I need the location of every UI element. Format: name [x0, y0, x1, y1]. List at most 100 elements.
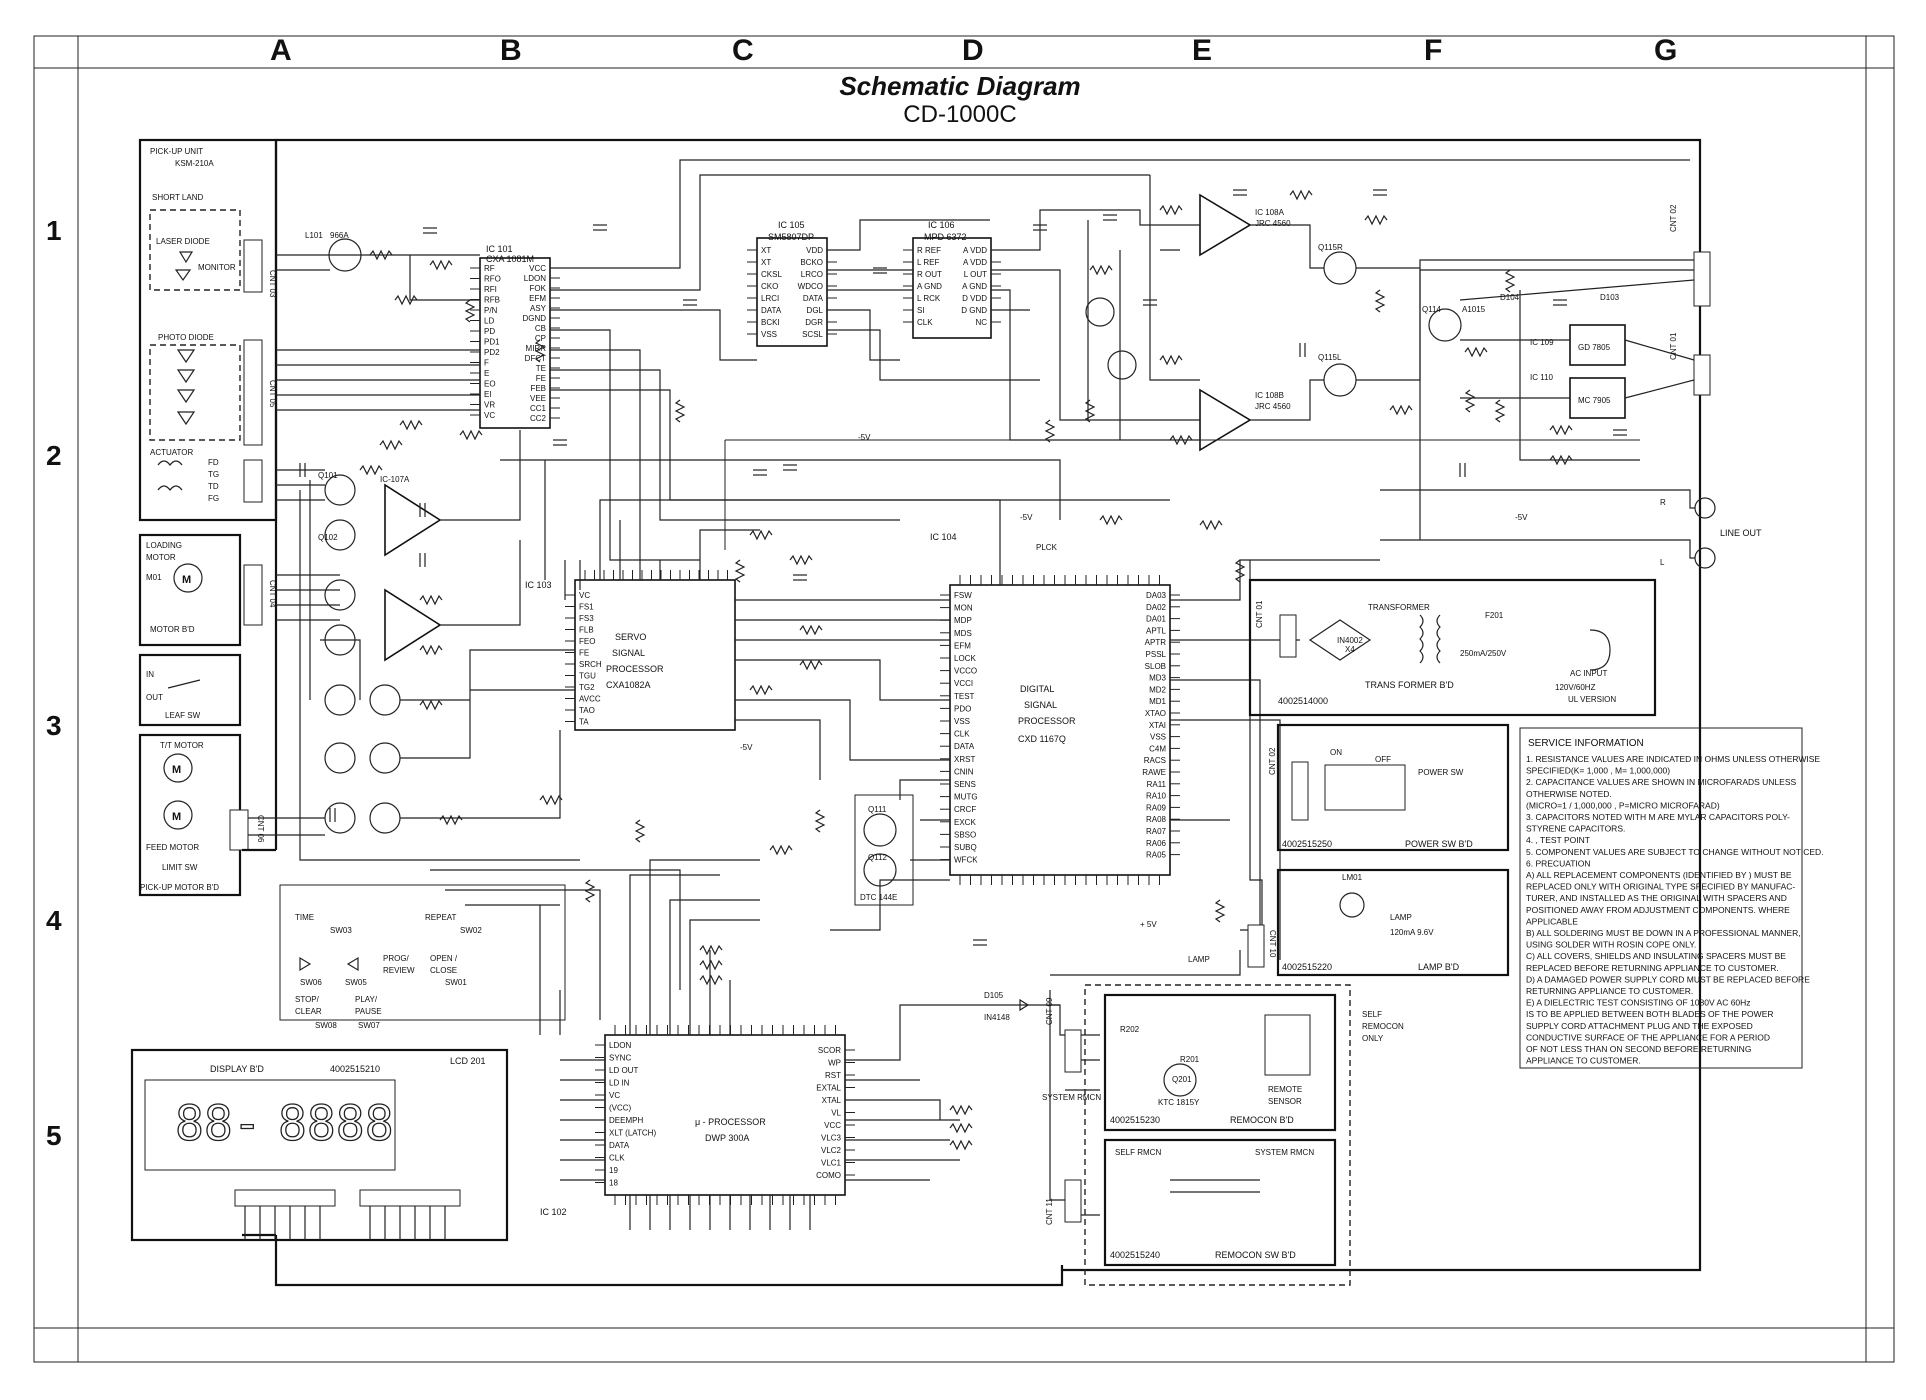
fuse-ref: F201 — [1485, 611, 1504, 620]
leaf-switch-label: LEAF SW — [165, 711, 201, 720]
key-open: OPEN / — [430, 954, 458, 963]
key-clear: CLEAR — [295, 1007, 322, 1016]
column-labels: A B C D E F G — [270, 34, 1677, 67]
ic-pin-label: R REF — [917, 246, 941, 255]
left-connectors: CNT 03 CNT 05 CNT 04 CNT 06 — [229, 239, 277, 851]
ic-pin-label: CKSL — [761, 270, 782, 279]
ic-pin-label: FS3 — [579, 614, 594, 623]
ic-pin-label: FOK — [530, 284, 547, 293]
key-matrix: TIME REPEAT PROG/ REVIEW OPEN / CLOSE ST… — [279, 884, 566, 1030]
ic-pin-label: DGND — [522, 314, 546, 323]
service-line: POSITIONED AWAY FROM ADJUSTMENT COMPONEN… — [1526, 905, 1790, 915]
ic-pin-label: SYNC — [609, 1054, 631, 1063]
ic-pin-label: WDCO — [798, 282, 823, 291]
photo-diode-label: PHOTO DIODE — [158, 333, 214, 342]
coil-fd-label: FD — [208, 458, 219, 467]
key-stop: STOP/ — [295, 995, 320, 1004]
circuit-traces — [248, 159, 1695, 1230]
ic-pin-label: FSW — [954, 591, 972, 600]
service-line: A) ALL REPLACEMENT COMPONENTS (IDENTIFIE… — [1526, 870, 1792, 880]
ic-pin-label: VSS — [1150, 733, 1166, 742]
service-line: 1. RESISTANCE VALUES ARE INDICATED IN OH… — [1526, 754, 1820, 764]
remocon-code: 4002515230 — [1110, 1115, 1160, 1125]
ic-pin-label: APTR — [1145, 638, 1167, 647]
display-code: 4002515210 — [330, 1064, 380, 1074]
ic-pin-label: MDP — [954, 616, 972, 625]
ic-pin-label: FS1 — [579, 603, 594, 612]
service-line: B) ALL SOLDERING MUST BE DOWN IN A PROFE… — [1526, 928, 1801, 938]
service-line: USING SOLDER WITH ROSIN COPE ONLY. — [1526, 940, 1696, 950]
ic103-ref: IC 103 — [525, 580, 552, 590]
connector-cnt05 — [243, 339, 263, 446]
ul-version-label: UL VERSION — [1568, 695, 1616, 704]
diagram-model: CD-1000C — [903, 101, 1016, 128]
remocon-part: R202 — [1120, 1025, 1140, 1034]
ic-pin-label: D VDD — [962, 294, 987, 303]
ic-pin-label: CKO — [761, 282, 778, 291]
transistor-label: Q101 — [318, 471, 338, 480]
ic-pin-label: VC — [484, 411, 495, 420]
ic-pin-label: CC1 — [530, 404, 547, 413]
ic-pin-label: LRCO — [801, 270, 823, 279]
row-label: 2 — [46, 440, 62, 471]
ic-pin-label: MIRR — [526, 344, 547, 353]
rail-label: -5V — [1515, 513, 1528, 522]
service-line: D) A DAMAGED POWER SUPPLY CORD MUST BE R… — [1526, 974, 1810, 984]
switch-label: SW02 — [460, 926, 482, 935]
service-line: SPECIFIED(K= 1,000 , M= 1,000,000) — [1526, 766, 1670, 776]
ic-pin-label: DEEMPH — [609, 1116, 643, 1125]
ic-pin-label: VCCO — [954, 667, 977, 676]
switch-label: SW03 — [330, 926, 352, 935]
ic-pin-label: TG2 — [579, 683, 595, 692]
service-line: E) A DIELECTRIC TEST CONSISTING OF 1080V… — [1526, 998, 1751, 1008]
ic105-ref: IC 105 — [778, 220, 805, 230]
ic-pin-label: DATA — [609, 1141, 630, 1150]
ic108b-ref: IC 108B — [1255, 391, 1284, 400]
key-close: CLOSE — [430, 966, 457, 975]
row-label: 4 — [46, 905, 62, 936]
ic-pin-label: TE — [536, 364, 546, 373]
ic-pin-label: TGU — [579, 672, 596, 681]
service-line: 3. CAPACITORS NOTED WITH M ARE MYLAR CAP… — [1526, 812, 1790, 822]
remocon-sw-self: SELF RMCN — [1115, 1148, 1161, 1157]
bridge-count-label: X4 — [1345, 645, 1355, 654]
coil-fg-label: FG — [208, 494, 219, 503]
column-label: F — [1424, 34, 1442, 67]
coil-tg-label: TG — [208, 470, 219, 479]
motor-board-label: MOTOR B'D — [150, 625, 195, 634]
ic-pin-label: DGR — [805, 318, 823, 327]
lamp-board-label: LAMP B'D — [1418, 962, 1460, 972]
connector-label: CNT 06 — [256, 815, 265, 843]
connector-label: CNT 11 — [1045, 1198, 1054, 1225]
loading-motor-symbol — [173, 563, 203, 593]
ic-pin-label: RA08 — [1146, 815, 1167, 824]
ic-pin-label: XRST — [954, 755, 975, 764]
ic102-part: μ - PROCESSOR — [695, 1117, 766, 1127]
ic-pin-label: VLC3 — [821, 1134, 842, 1143]
ic-pin-label: SENS — [954, 780, 976, 789]
ac-voltage-label: 120V/60HZ — [1555, 683, 1596, 692]
display-board: DISPLAY B'D 4002515210 LCD 201 88- 8888 — [130, 1048, 509, 1242]
ic-pin-label: COMO — [816, 1171, 841, 1180]
ic-pin-label: SUBQ — [954, 843, 977, 852]
ic-pin-label: 19 — [609, 1166, 618, 1175]
ic-pin-label: SBSO — [954, 830, 976, 839]
connector-label: CNT 02 — [1669, 204, 1678, 232]
transformer-board-label: TRANS FORMER B'D — [1365, 680, 1454, 690]
ic-pin-label: 18 — [609, 1179, 618, 1188]
ic-pin-label: LDON — [609, 1041, 631, 1050]
ic104-part: DIGITAL — [1020, 684, 1054, 694]
main-board-outline — [276, 138, 1702, 1272]
ic-pin-label: RACS — [1144, 756, 1166, 765]
ic-pin-label: XTAO — [1145, 709, 1166, 718]
service-line: REPLACED ONLY WITH ORIGINAL TYPE SPECIFI… — [1526, 882, 1795, 892]
ic-pin-label: XLT (LATCH) — [609, 1129, 656, 1138]
self-remocon-note: SELF — [1362, 1010, 1382, 1019]
ic-pin-label: P/N — [484, 306, 498, 315]
service-line: CONDUCTIVE SURFACE OF THE APPLIANCE FOR … — [1526, 1032, 1770, 1042]
remote-sensor-label: REMOTE — [1268, 1085, 1302, 1094]
ic-pin-label: MD2 — [1149, 685, 1166, 694]
ic-pin-label: PSSL — [1146, 650, 1167, 659]
feed-motor-symbol — [163, 800, 193, 830]
